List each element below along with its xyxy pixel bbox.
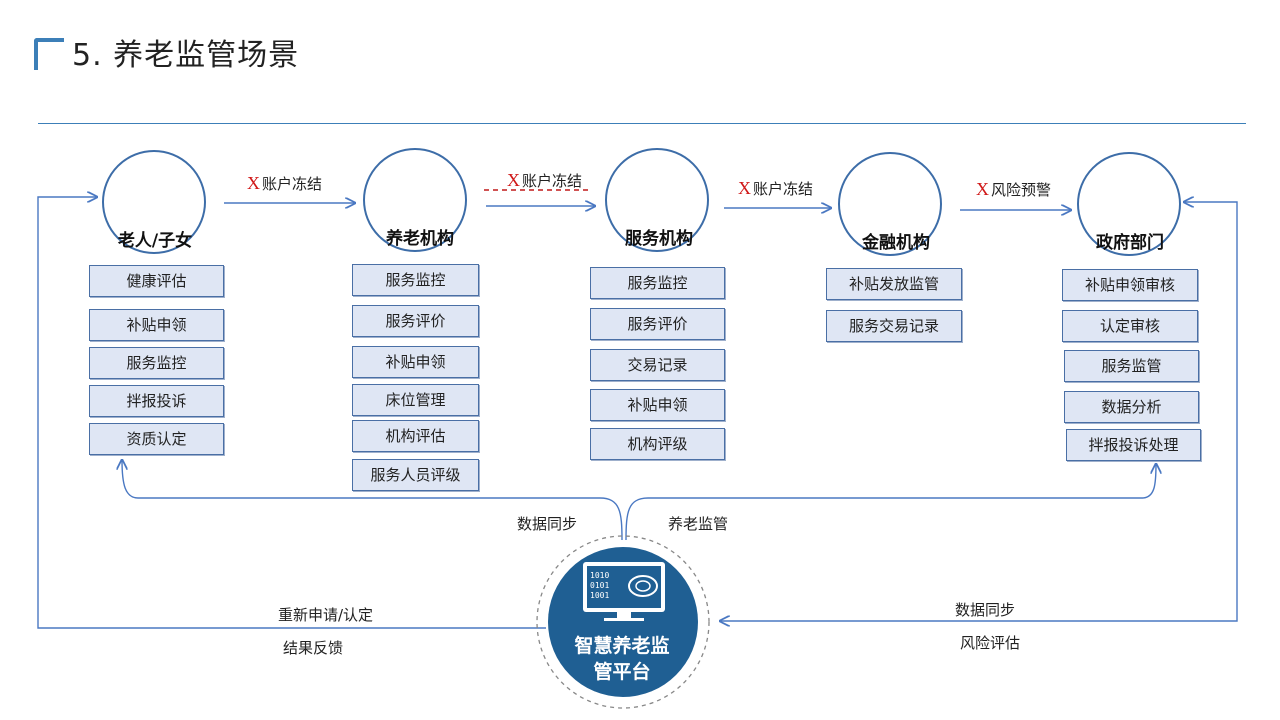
entity-name-elder: 老人/子女: [117, 231, 193, 251]
service-box: 服务评价: [590, 308, 725, 340]
branch-right: [625, 464, 1156, 541]
service-box: 健康评估: [89, 265, 224, 297]
svg-text:1001: 1001: [590, 591, 609, 600]
entity-circle-elder: [102, 150, 206, 254]
service-box: 补贴申领: [352, 346, 479, 378]
label-supervision: 养老监管: [668, 515, 729, 533]
monitor-icon: 1010 0101 1001: [583, 562, 665, 621]
entity-name-provider: 服务机构: [625, 229, 693, 249]
service-box: 机构评级: [590, 428, 725, 460]
label-reapply: 重新申请/认定: [278, 606, 374, 624]
service-box: 机构评估: [352, 420, 479, 452]
service-box: 服务监管: [1064, 350, 1199, 382]
service-box: 数据分析: [1064, 391, 1199, 423]
service-box: 服务人员评级: [352, 459, 479, 491]
service-box: 服务监控: [352, 264, 479, 296]
warning-x-icon: X: [738, 178, 751, 198]
service-box: 交易记录: [590, 349, 725, 381]
entity-name-finance: 金融机构: [862, 233, 930, 253]
service-box: 拌报投诉处理: [1066, 429, 1201, 461]
title-accent-mark: [34, 38, 64, 70]
service-box: 服务交易记录: [826, 310, 962, 342]
label-feedback: 结果反馈: [283, 639, 344, 657]
warning-x-icon: X: [247, 173, 260, 193]
entity-circle-provider: [605, 148, 709, 252]
warning-x-icon: X: [507, 170, 520, 190]
label-sync-left: 数据同步: [517, 515, 578, 533]
service-box: 补贴发放监管: [826, 268, 962, 300]
entity-circle-institution: [363, 148, 467, 252]
service-box: 补贴申领审核: [1062, 269, 1198, 301]
service-box: 床位管理: [352, 384, 479, 416]
entity-circle-government: [1077, 152, 1181, 256]
service-box: 服务评价: [352, 305, 479, 337]
page-title: 5. 养老监管场景: [72, 38, 300, 73]
title-divider: [38, 123, 1246, 124]
svg-text:0101: 0101: [590, 581, 609, 590]
service-box: 服务监控: [89, 347, 224, 379]
service-box: 服务监控: [590, 267, 725, 299]
branch-left: [122, 460, 623, 541]
loop-right: [720, 202, 1238, 621]
service-box: 补贴申领: [590, 389, 725, 421]
svg-text:1010: 1010: [590, 571, 609, 580]
loop-left: [37, 197, 546, 629]
entity-name-government: 政府部门: [1096, 233, 1164, 253]
service-box: 补贴申领: [89, 309, 224, 341]
service-box: 资质认定: [89, 423, 224, 455]
label-risk: 风险评估: [960, 634, 1021, 652]
warning-x-icon: X: [976, 179, 989, 199]
entity-circle-finance: [838, 152, 942, 256]
service-box: 拌报投诉: [89, 385, 224, 417]
service-box: 认定审核: [1062, 310, 1198, 342]
platform-name: 智慧养老监 管平台: [574, 635, 670, 683]
platform-outer-ring: [536, 535, 710, 709]
label-sync-right: 数据同步: [955, 601, 1016, 619]
entity-name-institution: 养老机构: [386, 229, 454, 249]
